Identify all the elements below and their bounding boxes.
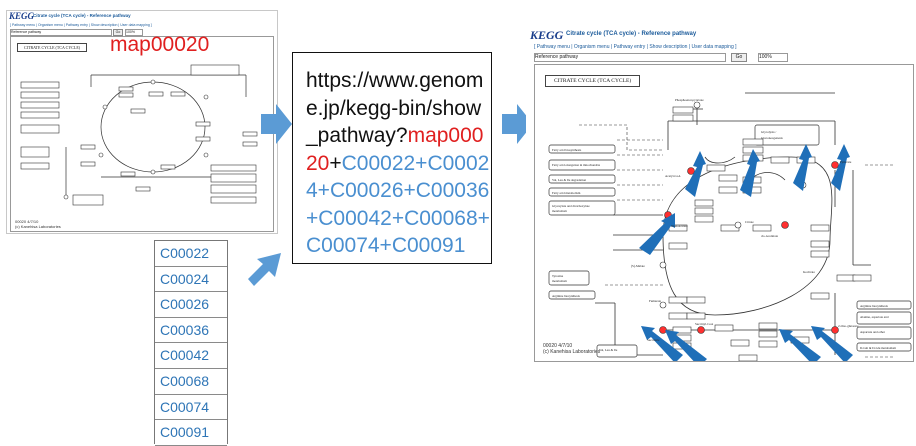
arrow-url-to-result: [502, 104, 533, 144]
map-footer-copyright: (c) Kanehisa Laboratories: [543, 349, 601, 355]
svg-text:Arginine biosynthesis: Arginine biosynthesis: [552, 294, 581, 298]
svg-text:Val, Leu & Ile degradation: Val, Leu & Ile degradation: [552, 178, 586, 183]
svg-text:D-Gln & D-Glu metabolism: D-Gln & D-Glu metabolism: [860, 346, 897, 350]
pathway-diagram: [20, 64, 258, 206]
map-title: CITRATE CYCLE (TCA CYCLE): [17, 43, 88, 52]
svg-text:metabolism: metabolism: [552, 209, 567, 213]
url-compounds: C00022+C00024+C00026+C00036+C00042+C0006…: [306, 151, 490, 258]
pathway-select[interactable]: Reference pathway: [10, 29, 112, 36]
svg-text:cis-Aconitate: cis-Aconitate: [761, 234, 779, 238]
pathway-title: Citrate cycle (TCA cycle) - Reference pa…: [566, 31, 697, 37]
url-box: https://www.genome.jp/kegg-bin/show_path…: [292, 52, 492, 264]
arrow-screenshot-to-url: [261, 104, 292, 144]
go-button[interactable]: Go: [113, 29, 123, 36]
map-footer-copyright: (c) Kanehisa Laboratories: [15, 224, 61, 229]
zoom-select[interactable]: 100%: [758, 53, 788, 62]
compound-item: C00074: [155, 395, 227, 421]
svg-text:Oxaloacetate: Oxaloacetate: [671, 224, 688, 228]
svg-text:Arginine biosynthesis: Arginine biosynthesis: [860, 304, 889, 308]
url-map-id: map00020: [306, 124, 484, 175]
svg-text:Val, Leu & Ile: Val, Leu & Ile: [599, 348, 618, 353]
compound-item: C00036: [155, 318, 227, 344]
compound-item: C00024: [155, 267, 227, 293]
svg-text:Fumarate: Fumarate: [649, 299, 662, 303]
zoom-select[interactable]: 100%: [125, 29, 143, 36]
map-footer-id: 00020 4/7/10: [15, 219, 39, 224]
pathway-title: Citrate cycle (TCA cycle) - Reference pa…: [33, 13, 131, 18]
svg-text:2-Oxo-glutarate: 2-Oxo-glutarate: [838, 324, 859, 328]
compound-item: C00068: [155, 369, 227, 395]
svg-text:Aspartate and other: Aspartate and other: [860, 330, 886, 334]
svg-text:Alanine, aspartate and: Alanine, aspartate and: [860, 315, 889, 320]
svg-text:Gluconeogenesis: Gluconeogenesis: [761, 136, 784, 140]
svg-text:Fatty acid elongation in mitoc: Fatty acid elongation in mitochondria: [552, 163, 601, 167]
svg-text:Glyoxylate and dicarboxylate: Glyoxylate and dicarboxylate: [552, 204, 590, 208]
pathway-map: CITRATE CYCLE (TCA CYCLE): [534, 64, 914, 362]
map-footer: 00020 4/7/10 (c) Kanehisa Laboratories: [15, 219, 61, 229]
url-plus: +: [329, 151, 342, 175]
map-footer-id: 00020 4/7/10: [543, 343, 573, 349]
right-kegg-screenshot: KEGG Citrate cycle (TCA cycle) - Referen…: [526, 28, 914, 362]
svg-text:Acetyl-CoA: Acetyl-CoA: [665, 174, 681, 178]
arrow-compounds-to-url: [248, 253, 281, 286]
compound-item: C00022: [155, 241, 227, 267]
svg-text:(S)-Malate: (S)-Malate: [631, 264, 645, 268]
svg-text:Pyruvate: Pyruvate: [840, 160, 852, 164]
svg-text:Glycolysis /: Glycolysis /: [761, 130, 776, 134]
svg-text:Succinyl-CoA: Succinyl-CoA: [695, 322, 714, 326]
pathway-menu-bar[interactable]: [ Pathway menu | Organism menu | Pathway…: [534, 44, 737, 50]
left-kegg-screenshot: KEGG Citrate cycle (TCA cycle) - Referen…: [6, 10, 278, 234]
svg-text:Succinate: Succinate: [647, 338, 660, 342]
svg-text:Tyrosine: Tyrosine: [552, 274, 564, 278]
url-prefix: https://www.genome.jp/kegg-bin/show_path…: [306, 69, 484, 147]
svg-text:metabolism: metabolism: [552, 279, 567, 283]
svg-text:Isocitrate: Isocitrate: [803, 270, 815, 274]
map-id-overlay: map00020: [110, 33, 210, 56]
map-footer: 00020 4/7/10 (c) Kanehisa Laboratories: [543, 343, 600, 355]
svg-text:Fatty acid biosynthesis: Fatty acid biosynthesis: [552, 148, 582, 152]
pathway-diagram: Fatty acid biosynthesis Fatty acid elong…: [548, 92, 912, 361]
pathway-menu-bar[interactable]: [ Pathway menu | Organism menu | Pathway…: [10, 23, 152, 27]
svg-text:Citrate: Citrate: [745, 220, 754, 224]
map-title: CITRATE CYCLE (TCA CYCLE): [545, 75, 641, 87]
svg-text:Fatty acid metabolism: Fatty acid metabolism: [552, 191, 581, 195]
pathway-select[interactable]: Reference pathway: [534, 53, 726, 62]
svg-text:Phosphoenol-pyruvate: Phosphoenol-pyruvate: [675, 98, 704, 102]
kegg-logo: KEGG: [530, 28, 564, 42]
compound-item: C00026: [155, 292, 227, 318]
kegg-logo: KEGG: [9, 11, 35, 21]
pathway-map: CITRATE CYCLE (TCA CYCLE): [10, 36, 274, 232]
compound-item: C00042: [155, 343, 227, 369]
go-button[interactable]: Go: [731, 53, 747, 62]
